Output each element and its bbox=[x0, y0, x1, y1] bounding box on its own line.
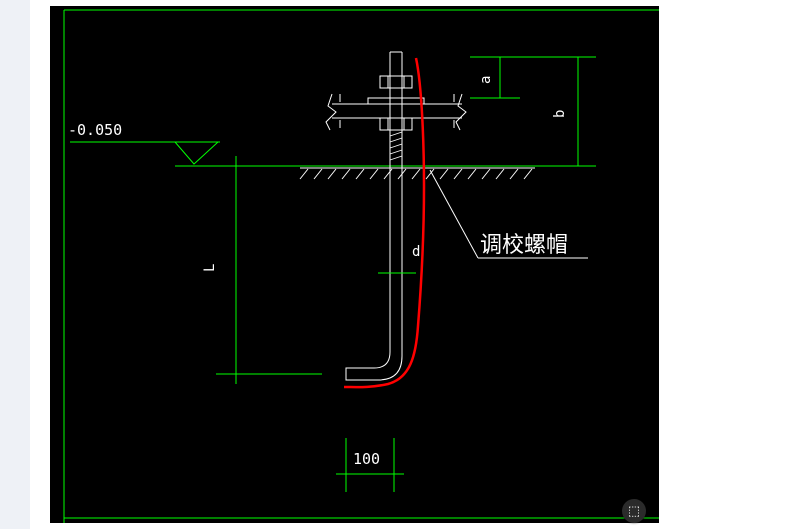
elevation-triangle bbox=[174, 141, 219, 165]
ground-hatch bbox=[299, 168, 533, 180]
dim-100-label: 100 bbox=[353, 450, 380, 468]
bolt-thread bbox=[389, 131, 403, 161]
anchor-bolt-drawing: -0.050 bbox=[63, 9, 659, 523]
add-image-icon: ⬚ bbox=[627, 503, 641, 518]
elevation-label: -0.050 bbox=[68, 121, 122, 139]
dim-b-label: b bbox=[552, 110, 568, 118]
dim-a-label: a bbox=[478, 76, 494, 84]
dim-d-label: d bbox=[412, 244, 420, 260]
add-image-button[interactable]: ⬚ bbox=[622, 499, 646, 523]
top-nut bbox=[367, 75, 425, 105]
cad-drawing-panel: -0.050 bbox=[50, 6, 659, 523]
leveling-nut bbox=[379, 117, 413, 131]
callout-label: 调校螺帽 bbox=[480, 233, 568, 258]
left-sidebar-strip bbox=[0, 0, 30, 529]
dim-L-label: L bbox=[202, 264, 218, 272]
base-plate bbox=[325, 93, 467, 131]
callout-leader bbox=[429, 169, 479, 259]
bolt-shank bbox=[345, 51, 403, 381]
red-annotation-stroke bbox=[343, 57, 426, 389]
